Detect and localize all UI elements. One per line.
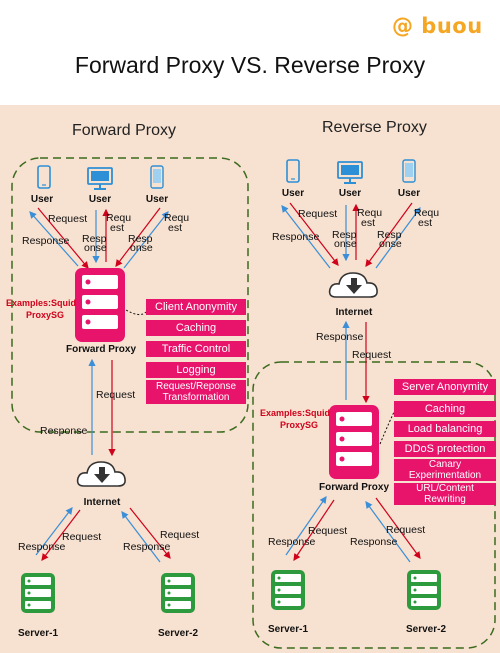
- forward-est-label: est: [110, 222, 125, 234]
- brand-logo: @ buou: [392, 14, 483, 38]
- reverse-requ-label-2: Requ: [414, 207, 440, 219]
- forward-internet-label: Internet: [83, 497, 121, 508]
- reverse-response-label: Response: [272, 231, 320, 243]
- feature-request-response-transformation: Request/Reponse Transformation: [146, 380, 246, 404]
- reverse-proxy-server-icon: [329, 405, 379, 479]
- forward-request-label-4: Request: [160, 529, 200, 541]
- forward-response-label: Response: [22, 235, 70, 247]
- forward-proxy-label: Forward Proxy: [65, 344, 137, 355]
- reverse-server-boundary: [252, 361, 496, 649]
- reverse-examples-line-2: ProxySG: [280, 420, 319, 430]
- feature-load-balancing: Load balancing: [394, 421, 496, 437]
- reverse-resp-label-2: Resp: [377, 229, 402, 241]
- reverse-examples-line-1: Examples:Squid: [260, 408, 331, 418]
- forward-request-label: Request: [48, 213, 88, 225]
- reverse-internet-cloud-icon: [328, 272, 378, 298]
- reverse-proxy-label: Forward Proxy: [318, 482, 390, 493]
- forward-onse-label: onse: [84, 242, 107, 254]
- reverse-resp-label: Resp: [332, 229, 357, 241]
- page-title: Forward Proxy VS. Reverse Proxy: [74, 52, 426, 78]
- forward-server-2-label: Server-2: [157, 628, 199, 639]
- reverse-response-label-4: Response: [350, 536, 398, 548]
- reverse-server-2-label: Server-2: [405, 624, 447, 635]
- forward-request-label-2: Request: [96, 389, 136, 401]
- feature-server-anonymity: Server Anonymity: [394, 379, 496, 395]
- reverse-requ-label: Requ: [357, 207, 383, 219]
- forward-proxy-title: Forward Proxy: [72, 122, 177, 139]
- forward-request-label-3: Request: [62, 531, 102, 543]
- forward-internet-cloud-icon: [76, 461, 126, 487]
- forward-est-label-2: est: [168, 222, 183, 234]
- forward-server-1-label: Server-1: [17, 628, 59, 639]
- reverse-request-label-2: Request: [352, 349, 392, 361]
- forward-client-boundary: [11, 157, 249, 433]
- reverse-server-1-label: Server-1: [267, 624, 309, 635]
- forward-server-2-icon: [161, 573, 195, 613]
- forward-user-1-label: User: [30, 194, 54, 205]
- forward-user-2-label: User: [88, 194, 112, 205]
- tablet-icon: [402, 159, 416, 183]
- tablet-icon: [150, 165, 164, 189]
- reverse-request-label: Request: [298, 208, 338, 220]
- forward-examples-line-2: ProxySG: [26, 310, 65, 320]
- phone-icon: [37, 165, 51, 189]
- monitor-icon: [87, 167, 113, 190]
- forward-server-1-icon: [21, 573, 55, 613]
- reverse-est-label: est: [361, 217, 376, 229]
- reverse-est-label-2: est: [418, 217, 433, 229]
- forward-requ-label: Requ: [106, 212, 132, 224]
- forward-resp-label: Resp: [82, 233, 107, 245]
- reverse-response-label-3: Response: [268, 536, 316, 548]
- forward-response-label-3: Response: [18, 541, 66, 553]
- feature-caching: Caching: [146, 320, 246, 336]
- reverse-request-label-4: Request: [386, 524, 426, 536]
- forward-response-label-2: Response: [40, 425, 88, 437]
- reverse-internet-label: Internet: [335, 307, 373, 318]
- reverse-response-label-2: Response: [316, 331, 364, 343]
- reverse-user-3-label: User: [397, 188, 421, 199]
- reverse-server-1-icon: [271, 570, 305, 610]
- forward-onse-label-2: onse: [130, 242, 153, 254]
- reverse-onse-label: onse: [334, 238, 357, 250]
- reverse-user-1-label: User: [281, 188, 305, 199]
- reverse-request-label-3: Request: [308, 525, 348, 537]
- feature-canary-experimentation: Canary Experimentation: [394, 459, 496, 481]
- monitor-icon: [337, 161, 363, 184]
- feature-logging: Logging: [146, 362, 246, 378]
- reverse-server-2-icon: [407, 570, 441, 610]
- feature-url-content-rewriting: URL/Content Rewriting: [394, 483, 496, 505]
- feature-traffic-control: Traffic Control: [146, 341, 246, 357]
- phone-icon: [286, 159, 300, 183]
- forward-examples-line-1: Examples:Squid: [6, 298, 77, 308]
- feature-client-anonymity: Client Anonymity: [146, 299, 246, 315]
- reverse-onse-label-2: onse: [379, 238, 402, 250]
- forward-resp-label-2: Resp: [128, 233, 153, 245]
- feature-ddos-protection: DDoS protection: [394, 441, 496, 457]
- forward-response-label-4: Response: [123, 541, 171, 553]
- feature-caching: Caching: [394, 401, 496, 417]
- reverse-proxy-title: Reverse Proxy: [322, 119, 427, 136]
- forward-user-3-label: User: [145, 194, 169, 205]
- reverse-user-2-label: User: [338, 188, 362, 199]
- forward-proxy-server-icon: [75, 268, 125, 342]
- forward-requ-label-2: Requ: [164, 212, 190, 224]
